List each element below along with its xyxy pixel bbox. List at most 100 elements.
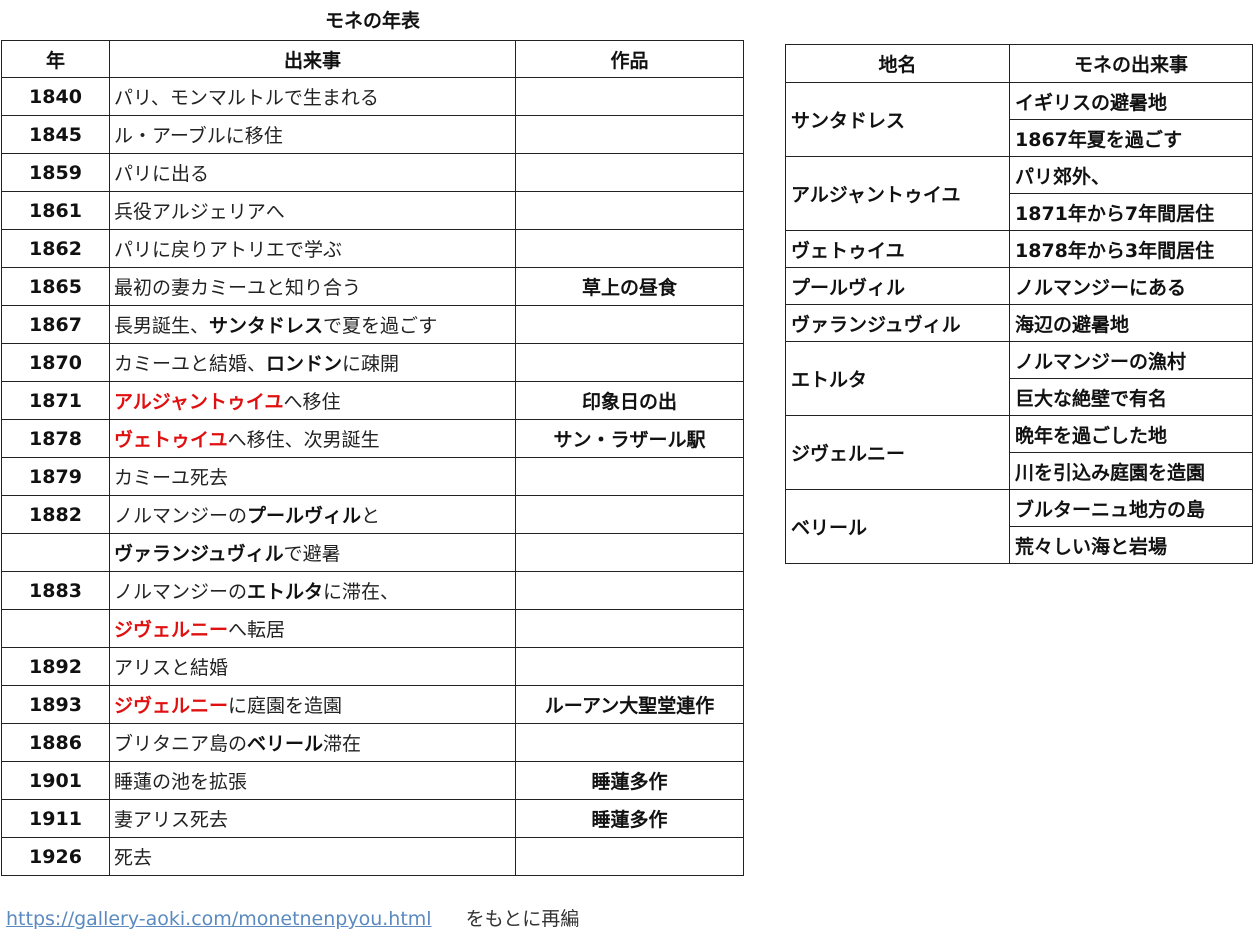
work-cell	[515, 191, 744, 230]
year-cell: 1892	[1, 647, 110, 686]
event-text: 睡蓮の池を拡張	[114, 771, 248, 793]
event-cell: ヴァランジュヴィルで避暑	[109, 533, 516, 572]
place-event-cell: 1867年夏を過ごす	[1009, 119, 1253, 157]
header-work: 作品	[515, 40, 744, 78]
work-cell: 草上の昼食	[515, 267, 744, 306]
event-text: 最初の妻カミーユと知り合う	[114, 277, 362, 299]
places-header-row: 地名 モネの出来事	[785, 44, 1253, 83]
place-event-cell: 川を引込み庭園を造園	[1009, 452, 1253, 490]
event-cell: 睡蓮の池を拡張	[109, 761, 516, 800]
event-cell: 死去	[109, 837, 516, 876]
work-cell: 印象日の出	[515, 381, 744, 420]
work-cell	[515, 647, 744, 686]
places-row: サンタドレスイギリスの避暑地	[785, 82, 1253, 157]
year-cell: 1926	[1, 837, 110, 876]
event-text: 滞在	[323, 733, 362, 755]
event-text: と	[361, 505, 381, 527]
source-suffix: をもとに再編	[465, 908, 580, 930]
event-cell: アルジャントゥイユへ移住	[109, 381, 516, 420]
event-cell: 兵役アルジェリアへ	[109, 191, 516, 230]
year-cell: 1879	[1, 457, 110, 496]
work-cell	[515, 609, 744, 648]
places-row: ベリールブルターニュ地方の島	[785, 489, 1253, 564]
event-cell: ノルマンジーのプールヴィルと	[109, 495, 516, 534]
place-event-cell: 荒々しい海と岩場	[1009, 526, 1253, 564]
event-text: パリに出る	[114, 163, 210, 185]
work-cell: ルーアン大聖堂連作	[515, 685, 744, 724]
source-note: https://gallery-aoki.com/monetnenpyou.ht…	[6, 904, 579, 931]
event-text: で避暑	[283, 543, 341, 565]
event-text: 兵役アルジェリアへ	[114, 201, 285, 223]
event-text: 妻アリス死去	[114, 809, 229, 831]
place-event-cell: 巨大な絶壁で有名	[1009, 378, 1253, 416]
places-row: アルジャントゥイユパリ郊外、	[785, 156, 1253, 231]
places-row: ジヴェルニー晩年を過ごした地	[785, 415, 1253, 490]
event-cell: ブリタニア島のベリール滞在	[109, 723, 516, 762]
event-text: へ移住	[283, 391, 341, 413]
event-cell: ノルマンジーのエトルタに滞在、	[109, 571, 516, 610]
event-text: ブリタニア島の	[114, 733, 248, 755]
work-cell	[515, 837, 744, 876]
event-text: 死去	[114, 847, 153, 869]
work-cell	[515, 571, 744, 610]
year-cell: 1861	[1, 191, 110, 230]
event-text: に滞在、	[323, 581, 400, 603]
work-cell	[515, 533, 744, 572]
place-name-cell: ジヴェルニー	[785, 415, 1010, 490]
header-place: 地名	[785, 44, 1010, 83]
event-cell: 長男誕生、サンタドレスで夏を過ごす	[109, 305, 516, 344]
event-text: へ転居	[228, 619, 286, 641]
place-name-cell: ベリール	[785, 489, 1010, 564]
places-row: エトルタノルマンジーの漁村	[785, 341, 1253, 416]
place-event-cell: ノルマンジーにある	[1009, 267, 1253, 305]
year-cell: 1867	[1, 305, 110, 344]
place-name-text: ヴァランジュヴィル	[114, 543, 284, 565]
event-cell: カミーユ死去	[109, 457, 516, 496]
event-text: に庭園を造園	[228, 695, 343, 717]
year-cell: 1893	[1, 685, 110, 724]
work-cell	[515, 305, 744, 344]
place-event-cell: 晩年を過ごした地	[1009, 415, 1253, 453]
work-cell	[515, 229, 744, 268]
source-link[interactable]: https://gallery-aoki.com/monetnenpyou.ht…	[6, 908, 432, 930]
event-cell: パリに戻りアトリエで学ぶ	[109, 229, 516, 268]
event-cell: カミーユと結婚、ロンドンに疎開	[109, 343, 516, 382]
timeline-row: ヴァランジュヴィルで避暑	[1, 533, 744, 572]
year-cell: 1886	[1, 723, 110, 762]
year-cell: 1862	[1, 229, 110, 268]
event-text: へ移住、次男誕生	[227, 429, 380, 451]
year-cell: 1911	[1, 799, 110, 838]
event-text: ル・アーブルに移住	[114, 125, 283, 147]
event-cell: ル・アーブルに移住	[109, 115, 516, 154]
work-cell	[515, 343, 744, 382]
year-cell: 1871	[1, 381, 110, 420]
place-name-text: ロンドン	[266, 353, 343, 375]
timeline-row: ジヴェルニーへ転居	[1, 609, 744, 648]
year-cell: 1845	[1, 115, 110, 154]
event-cell: パリ、モンマルトルで生まれる	[109, 77, 516, 116]
event-cell: ジヴェルニーへ転居	[109, 609, 516, 648]
place-name-cell: サンタドレス	[785, 82, 1010, 157]
place-event-cell: 1878年から3年間居住	[1009, 230, 1253, 268]
places-row: 1867年夏を過ごす	[786, 119, 1253, 157]
year-cell: 1901	[1, 761, 110, 800]
places-row: プールヴィルノルマンジーにある	[785, 267, 1253, 305]
work-cell	[515, 723, 744, 762]
place-name-text: サンタドレス	[209, 315, 324, 337]
page-title: モネの年表	[324, 10, 420, 32]
event-cell: アリスと結婚	[109, 647, 516, 686]
event-text: カミーユと結婚、	[114, 353, 267, 375]
